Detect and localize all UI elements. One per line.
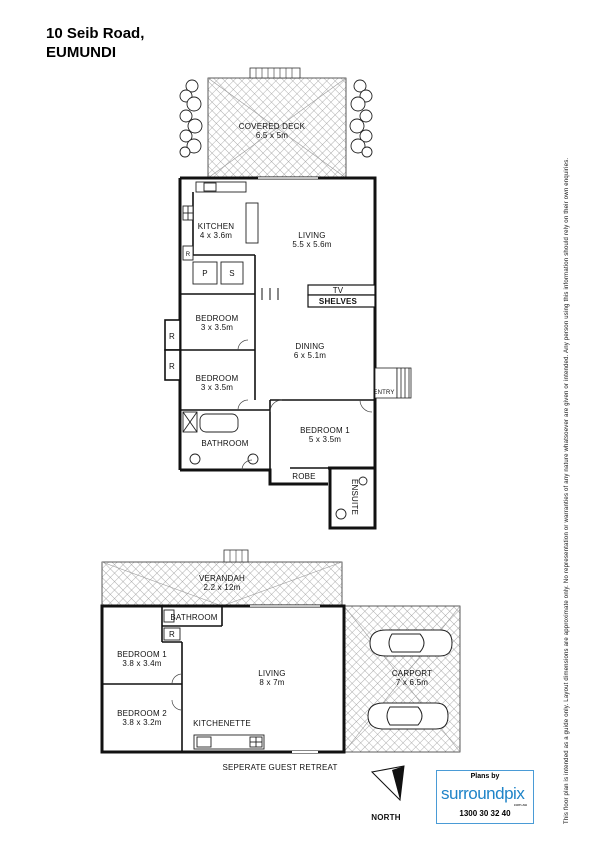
property-address: 10 Seib Road, EUMUNDI xyxy=(46,24,144,62)
logo-name: surroundpix xyxy=(441,784,525,803)
bedroom-b-name: BEDROOM xyxy=(196,374,239,383)
pantry-mark: P xyxy=(202,269,208,278)
north-arrow-icon xyxy=(370,765,405,802)
covered-deck-size: 6.5 x 5m xyxy=(256,131,288,140)
guest-living-name: LIVING xyxy=(258,669,285,678)
bedroom-a-size: 3 x 3.5m xyxy=(201,323,233,332)
guest-bedroom-2-size: 3.8 x 3.2m xyxy=(122,718,161,727)
guest-living-size: 8 x 7m xyxy=(259,678,284,687)
guest-bathroom-label: BATHROOM xyxy=(170,613,217,622)
tv-shelves-unit xyxy=(307,284,376,308)
entry-steps xyxy=(374,367,412,399)
door-arcs xyxy=(237,339,373,471)
main-house-interior-walls xyxy=(180,192,375,470)
dining-name: DINING xyxy=(295,342,324,351)
guest-interior-walls xyxy=(102,606,223,752)
living-size: 5.5 x 5.6m xyxy=(292,240,331,249)
guest-retreat-caption: SEPERATE GUEST RETREAT xyxy=(222,763,337,772)
covered-deck-name: COVERED DECK xyxy=(239,122,306,131)
north-label: NORTH xyxy=(371,813,400,822)
guest-robe-mark: R xyxy=(169,630,175,639)
left-robes xyxy=(164,319,181,381)
shelves-label: SHELVES xyxy=(319,297,358,306)
bathroom-label: BATHROOM xyxy=(201,439,248,448)
car-bottom xyxy=(367,702,449,730)
bathroom-fixtures xyxy=(182,411,259,465)
bedroom-1-size: 5 x 3.5m xyxy=(309,435,341,444)
logo-domain: com.au xyxy=(513,802,527,807)
kitchen-robe-mark: R xyxy=(186,252,191,258)
ensuite-fixtures xyxy=(335,476,368,520)
guest-bedroom-2-name: BEDROOM 2 xyxy=(117,709,167,718)
disclaimer-line: This floor plan is intended as a guide o… xyxy=(564,158,570,824)
bedroom-1-name: BEDROOM 1 xyxy=(300,426,350,435)
living-name: LIVING xyxy=(298,231,325,240)
address-line-1: 10 Seib Road, xyxy=(46,25,145,42)
bedroom-a-name: BEDROOM xyxy=(196,314,239,323)
kitchen-name: KITCHEN xyxy=(198,222,235,231)
guest-bedroom-1-name: BEDROOM 1 xyxy=(117,650,167,659)
address-line-2: EUMUNDI xyxy=(46,44,116,61)
bedroom-b-size: 3 x 3.5m xyxy=(201,383,233,392)
dining-size: 6 x 5.1m xyxy=(294,351,326,360)
guest-door-arcs xyxy=(171,673,183,711)
guest-fixtures xyxy=(163,609,318,753)
kitchen-fixtures xyxy=(182,181,259,285)
surroundpix-logo: Plans by surroundpix com.au 1300 30 32 4… xyxy=(436,770,534,824)
entry-label: ENTRY xyxy=(373,390,394,396)
kitchen-size: 4 x 3.6m xyxy=(200,231,232,240)
logo-phone: 1300 30 32 40 xyxy=(459,809,511,818)
shrubs-left xyxy=(179,79,203,158)
shrubs-right xyxy=(349,79,373,158)
ensuite-label: ENSUITE xyxy=(350,479,359,515)
tv-label: TV xyxy=(333,286,344,295)
storage-mark: S xyxy=(229,269,235,278)
guest-bedroom-1-size: 3.8 x 3.4m xyxy=(122,659,161,668)
robe-mark-2: R xyxy=(169,362,175,371)
kitchenette-label: KITCHENETTE xyxy=(193,719,251,728)
carport-size: 7 x 6.5m xyxy=(396,678,428,687)
carport-name: CARPORT xyxy=(392,669,432,678)
verandah-name: VERANDAH xyxy=(199,574,245,583)
robe-label: ROBE xyxy=(292,472,315,481)
logo-plans-by: Plans by xyxy=(470,773,500,780)
interior-door-ticks xyxy=(261,288,279,300)
robe-mark-1: R xyxy=(169,332,175,341)
car-top xyxy=(369,629,453,657)
covered-deck xyxy=(207,67,347,179)
verandah-size: 2.2 x 12m xyxy=(204,583,241,592)
verandah xyxy=(101,549,343,607)
guest-retreat-walls xyxy=(100,604,346,754)
